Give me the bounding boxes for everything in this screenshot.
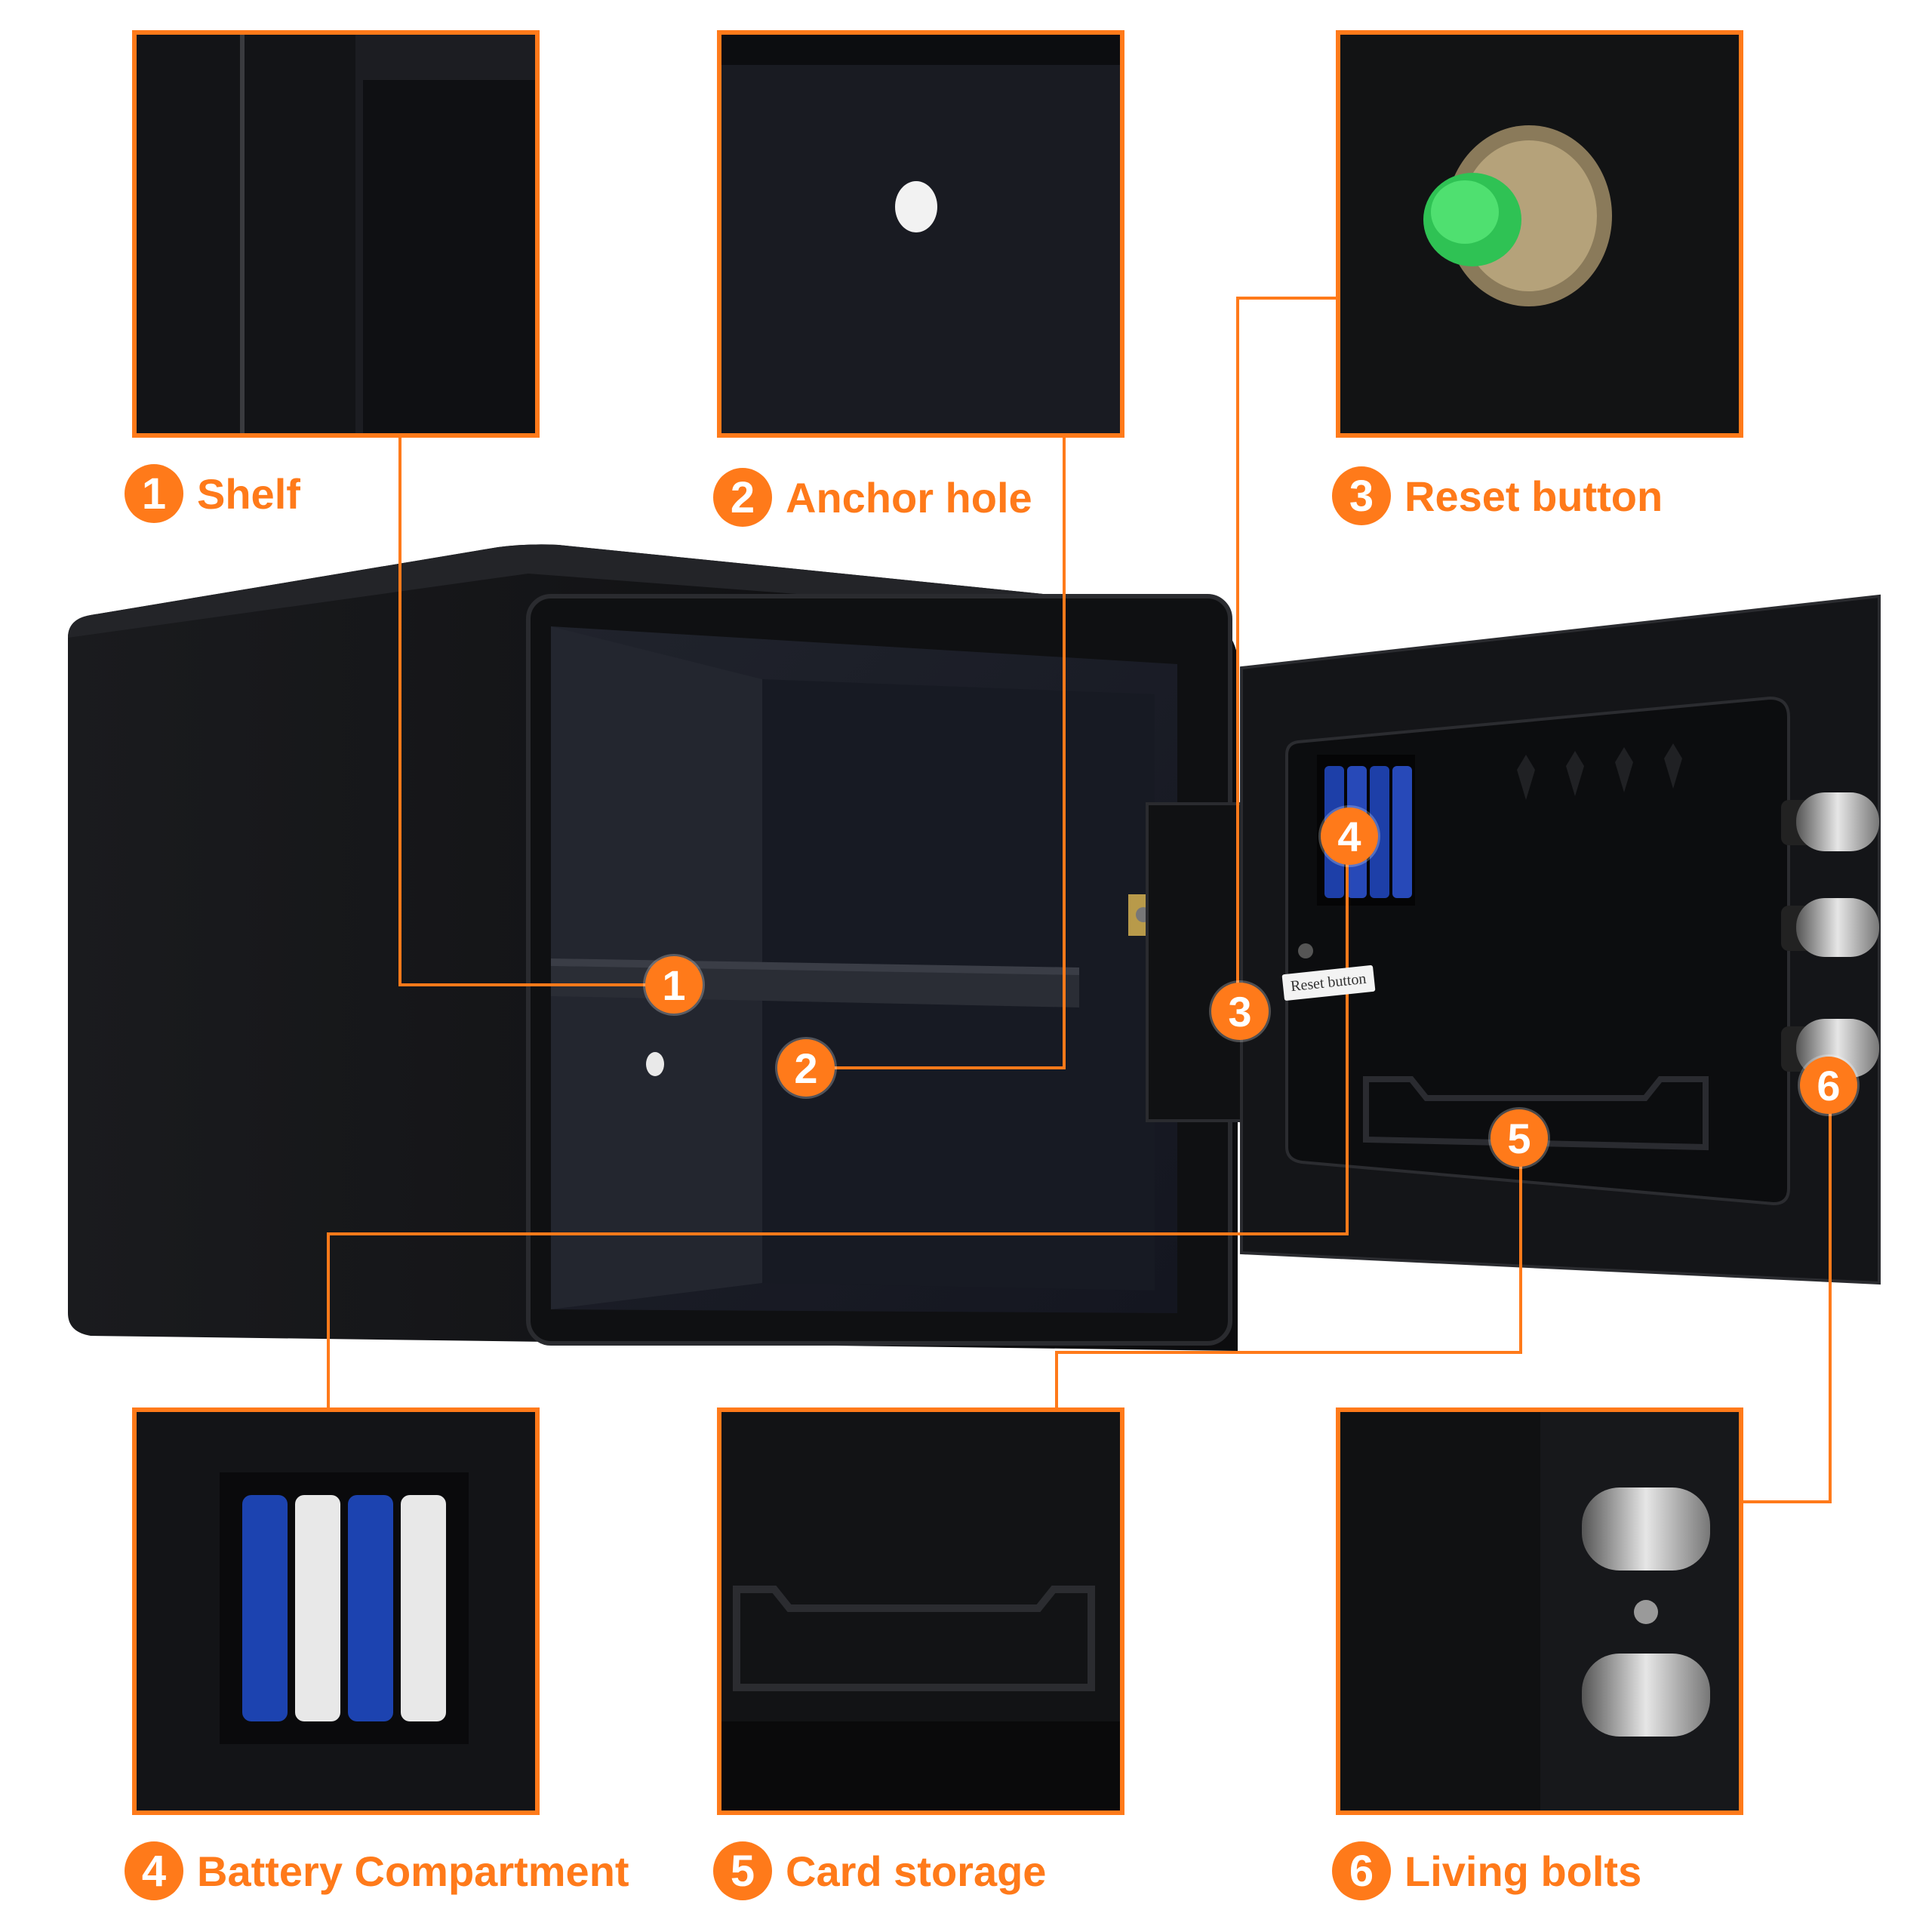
feature-name: Card storage [786,1847,1047,1895]
panel-battery-compartment [132,1407,540,1815]
feature-label-anchor-hole: 2 Anchor hole [713,468,1032,527]
panel-anchor-hole [717,30,1124,438]
panel-reset-button [1336,30,1743,438]
feature-label-card-storage: 5 Card storage [713,1841,1046,1900]
number-badge: 1 [125,464,183,523]
feature-label-battery-compartment: 4 Battery Compartment [125,1841,629,1900]
feature-name: Shelf [197,469,300,518]
feature-name: Living bolts [1404,1847,1642,1895]
callout-badge-4: 4 [1321,808,1378,865]
number-badge: 5 [713,1841,772,1900]
feature-label-living-bolts: 6 Living bolts [1332,1841,1641,1900]
feature-label-shelf: 1 Shelf [125,464,300,523]
card-slot-icon [721,1412,1120,1810]
shelf-icon [137,35,535,433]
battery-icon [137,1412,535,1810]
feature-name: Battery Compartment [197,1847,629,1895]
feature-label-reset-button: 3 Reset button [1332,466,1663,525]
callout-badge-1: 1 [645,956,703,1014]
anchor-hole-icon [721,35,1120,433]
reset-sticker: Reset button [1281,964,1376,1001]
callout-badge-6: 6 [1800,1057,1857,1114]
panel-card-storage [717,1407,1124,1815]
number-badge: 2 [713,468,772,527]
number-badge: 4 [125,1841,183,1900]
callout-badge-2: 2 [777,1039,835,1097]
feature-name: Anchor hole [786,473,1032,521]
number-badge: 6 [1332,1841,1391,1900]
callout-badge-5: 5 [1491,1109,1548,1167]
panel-living-bolts [1336,1407,1743,1815]
callout-badge-3: 3 [1211,983,1269,1040]
feature-name: Reset button [1404,472,1663,520]
reset-button-icon [1340,35,1739,433]
panel-shelf [132,30,540,438]
bolt-icon [1340,1412,1739,1810]
number-badge: 3 [1332,466,1391,525]
safe-door [1240,594,1881,1285]
safe-body [68,544,1247,1351]
